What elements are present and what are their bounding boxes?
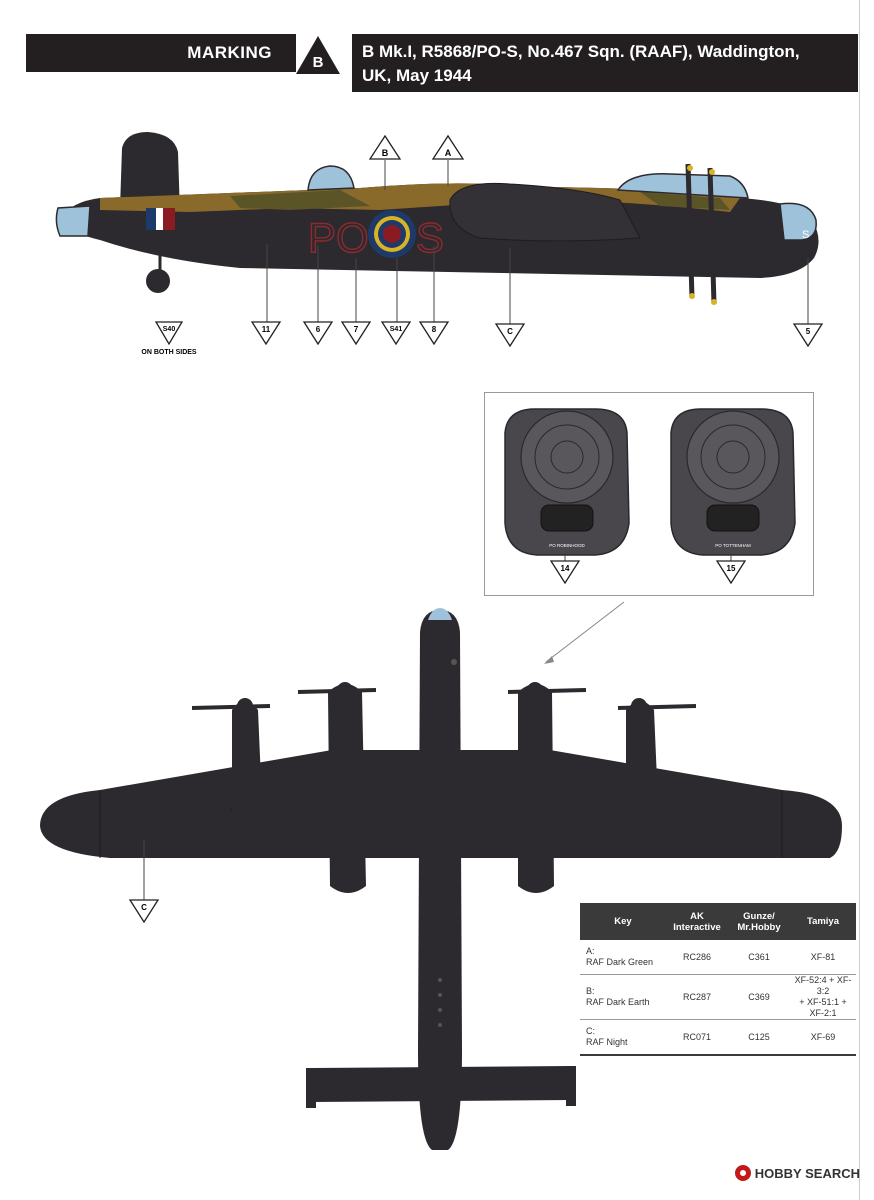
row-ak: RC286 bbox=[666, 940, 728, 975]
prop-inner-right bbox=[507, 688, 587, 694]
cockpit-canopy bbox=[616, 173, 749, 199]
nacelle-outer-left bbox=[232, 701, 264, 856]
callout-b-top bbox=[368, 134, 402, 160]
row-key: A:RAF Dark Green bbox=[580, 940, 666, 975]
svg-text:14: 14 bbox=[561, 564, 570, 573]
nacelle-inner-left bbox=[328, 684, 366, 893]
nose-turret bbox=[779, 202, 817, 241]
tail-turret bbox=[55, 205, 91, 237]
col-header-tamiya: Tamiya bbox=[790, 903, 856, 940]
marking-title-line1: B Mk.I, R5868/PO-S, No.467 Sqn. (RAAF), … bbox=[362, 42, 800, 61]
aircraft-letter: S bbox=[416, 214, 444, 261]
both-sides-note: ON BOTH SIDES bbox=[141, 349, 197, 356]
tail-fin-left bbox=[306, 1068, 316, 1108]
row-gunze: C361 bbox=[728, 940, 790, 975]
svg-text:C: C bbox=[141, 903, 147, 912]
col-header-gunze: Gunze/Mr.Hobby bbox=[728, 903, 790, 940]
tail-fin bbox=[120, 132, 180, 214]
callout-b-label: B bbox=[382, 148, 389, 158]
callout-s41 bbox=[380, 321, 412, 346]
svg-text:15: 15 bbox=[727, 564, 736, 573]
engine-detail-box: PO ROBINHOOD PO TOTTENHAM 14 15 bbox=[484, 392, 814, 596]
propeller-blade-2 bbox=[707, 167, 717, 305]
callout-6 bbox=[302, 321, 334, 346]
prop-outer-right bbox=[617, 704, 697, 710]
col-header-key: Key bbox=[580, 903, 666, 940]
engine-front-left: PO ROBINHOOD bbox=[504, 408, 630, 556]
svg-text:8: 8 bbox=[432, 325, 437, 334]
row-key: C:RAF Night bbox=[580, 1019, 666, 1056]
prop-inner-left bbox=[297, 688, 377, 694]
tailplane bbox=[309, 1066, 573, 1102]
marking-title-line2: UK, May 1944 bbox=[362, 66, 472, 85]
row-gunze: C369 bbox=[728, 974, 790, 1020]
fuselage-top bbox=[418, 610, 462, 1150]
row-key: B:RAF Dark Earth bbox=[580, 974, 666, 1020]
top-view-planform: C bbox=[40, 601, 842, 1150]
table-row: A:RAF Dark Green RC286 C361 XF-81 bbox=[580, 940, 856, 975]
callout-7 bbox=[340, 321, 372, 346]
svg-text:11: 11 bbox=[262, 325, 271, 334]
svg-text:S41: S41 bbox=[390, 326, 403, 333]
svg-text:C: C bbox=[507, 327, 513, 336]
tail-wheel bbox=[146, 269, 170, 293]
callout-11 bbox=[250, 321, 282, 346]
nose-letter: S bbox=[802, 229, 809, 241]
engine-front-right: PO TOTTENHAM bbox=[670, 408, 796, 556]
propeller-blade bbox=[685, 163, 695, 299]
engine-right-caption: PO TOTTENHAM bbox=[715, 543, 751, 548]
row-tamiya: XF-52:4 + XF-3:2+ XF-51:1 + XF-2:1 bbox=[790, 974, 856, 1020]
row-tamiya: XF-81 bbox=[790, 940, 856, 975]
hobbysearch-watermark: HOBBY SEARCH bbox=[734, 1164, 860, 1182]
hobbysearch-logo-icon bbox=[734, 1165, 751, 1181]
mid-upper-turret bbox=[307, 165, 355, 191]
nacelle-inner-right bbox=[518, 684, 554, 893]
marking-letter-triangle: B bbox=[296, 36, 340, 74]
table-row: C:RAF Night RC071 C125 XF-69 bbox=[580, 1019, 856, 1056]
callout-8 bbox=[418, 321, 450, 346]
callout-14 bbox=[549, 560, 581, 585]
watermark-brand: HOBBY SEARCH bbox=[754, 1165, 860, 1181]
svg-text:5: 5 bbox=[806, 327, 811, 336]
squadron-code: PO bbox=[308, 214, 369, 261]
engine-nacelle bbox=[449, 182, 641, 242]
nacelle-outer-right bbox=[626, 701, 660, 856]
callout-5 bbox=[792, 323, 824, 348]
marking-title: B Mk.I, R5868/PO-S, No.467 Sqn. (RAAF), … bbox=[352, 34, 858, 92]
row-ak: RC287 bbox=[666, 974, 728, 1020]
engine-left-caption: PO ROBINHOOD bbox=[549, 543, 585, 548]
marking-label: MARKING bbox=[26, 34, 296, 72]
nose-glazing bbox=[428, 608, 452, 620]
callout-c-side bbox=[494, 323, 526, 348]
engine-detail-drawing: PO ROBINHOOD PO TOTTENHAM 14 15 bbox=[504, 408, 796, 585]
row-ak: RC071 bbox=[666, 1019, 728, 1056]
fin-flash-red bbox=[163, 208, 175, 230]
marking-letter: B bbox=[313, 54, 324, 71]
callout-a-label: A bbox=[445, 148, 452, 158]
callout-15 bbox=[715, 560, 747, 585]
svg-text:S40: S40 bbox=[163, 326, 176, 333]
callout-s40 bbox=[154, 321, 184, 346]
fin-flash-white bbox=[156, 208, 163, 230]
svg-text:7: 7 bbox=[354, 325, 359, 334]
tail-fin-right bbox=[566, 1066, 576, 1106]
svg-text:6: 6 bbox=[316, 325, 321, 334]
table-row: B:RAF Dark Earth RC287 C369 XF-52:4 + XF… bbox=[580, 974, 856, 1020]
marking-label-text: MARKING bbox=[187, 43, 272, 62]
prop-outer-left bbox=[191, 704, 271, 710]
fin-flash-blue bbox=[146, 208, 156, 230]
callout-a-top bbox=[431, 134, 465, 160]
row-gunze: C125 bbox=[728, 1019, 790, 1056]
engine-pointer-line bbox=[545, 601, 625, 663]
row-tamiya: XF-69 bbox=[790, 1019, 856, 1056]
callout-c-top bbox=[128, 899, 160, 924]
side-view-profile: PO S S B A S40 11 6 7 S41 8 C 5 bbox=[55, 132, 824, 356]
